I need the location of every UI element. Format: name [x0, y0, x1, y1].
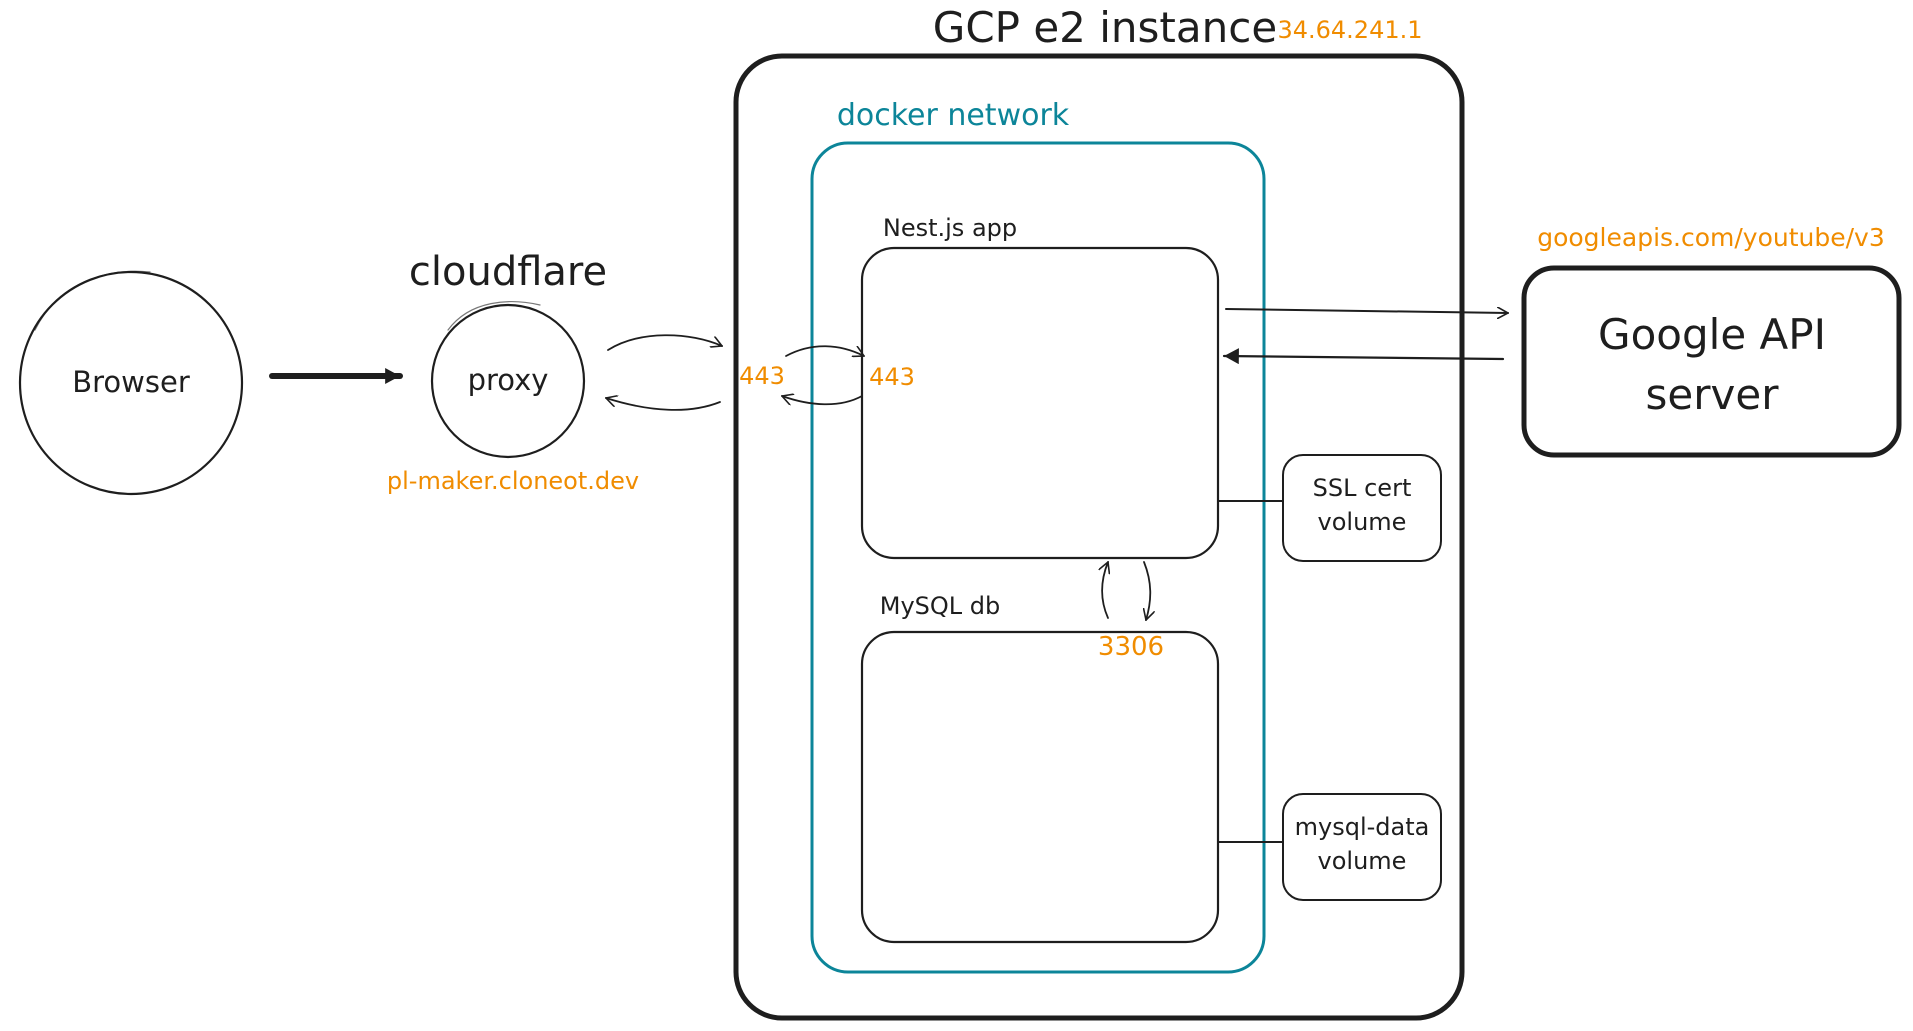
browser-node: [18, 270, 244, 496]
mysql-port-label: 3306: [1098, 632, 1164, 662]
google-line2: server: [1646, 370, 1780, 419]
ssl-volume-line1: SSL cert: [1313, 474, 1412, 502]
nest-to-gcp-arrow: [782, 396, 863, 404]
cloudflare-title: cloudflare: [409, 249, 607, 295]
mysql-volume-line1: mysql-data: [1295, 813, 1430, 841]
gcp-to-proxy-arrow: [606, 398, 721, 411]
nest-label: Nest.js app: [883, 214, 1017, 242]
nest-to-google-arrow: [1225, 309, 1508, 313]
gcp-to-nest-arrow: [785, 345, 864, 356]
proxy-label: proxy: [468, 363, 549, 397]
ssl-volume-box: [1282, 454, 1442, 562]
google-api-box: [1521, 265, 1902, 458]
nest-port-label: 443: [869, 363, 915, 391]
ssl-volume-line2: volume: [1318, 508, 1407, 536]
nest-app-box: [860, 246, 1220, 560]
proxy-to-gcp-arrow: [607, 334, 722, 351]
nest-to-mysql-arrow: [1144, 561, 1150, 620]
mysql-label: MySQL db: [880, 592, 1001, 620]
mysql-volume-line2: volume: [1318, 847, 1407, 875]
docker-network-box: [810, 141, 1266, 974]
gcp-title: GCP e2 instance: [933, 3, 1277, 52]
mysql-volume-box: [1282, 793, 1442, 901]
cloudflare-domain: pl-maker.cloneot.dev: [387, 467, 639, 495]
browser-label: Browser: [72, 365, 190, 399]
proxy-node: [430, 303, 586, 459]
gcp-port-label: 443: [739, 362, 785, 390]
mysql-to-nest-arrow: [1102, 562, 1108, 619]
gcp-instance-box: [733, 53, 1465, 1021]
google-url: googleapis.com/youtube/v3: [1537, 223, 1885, 252]
google-line1: Google API: [1598, 310, 1826, 359]
google-to-nest-arrow: [1222, 348, 1505, 365]
docker-title: docker network: [837, 98, 1070, 133]
gcp-ip: 34.64.241.1: [1277, 16, 1422, 44]
mysql-db-box: [860, 630, 1220, 944]
